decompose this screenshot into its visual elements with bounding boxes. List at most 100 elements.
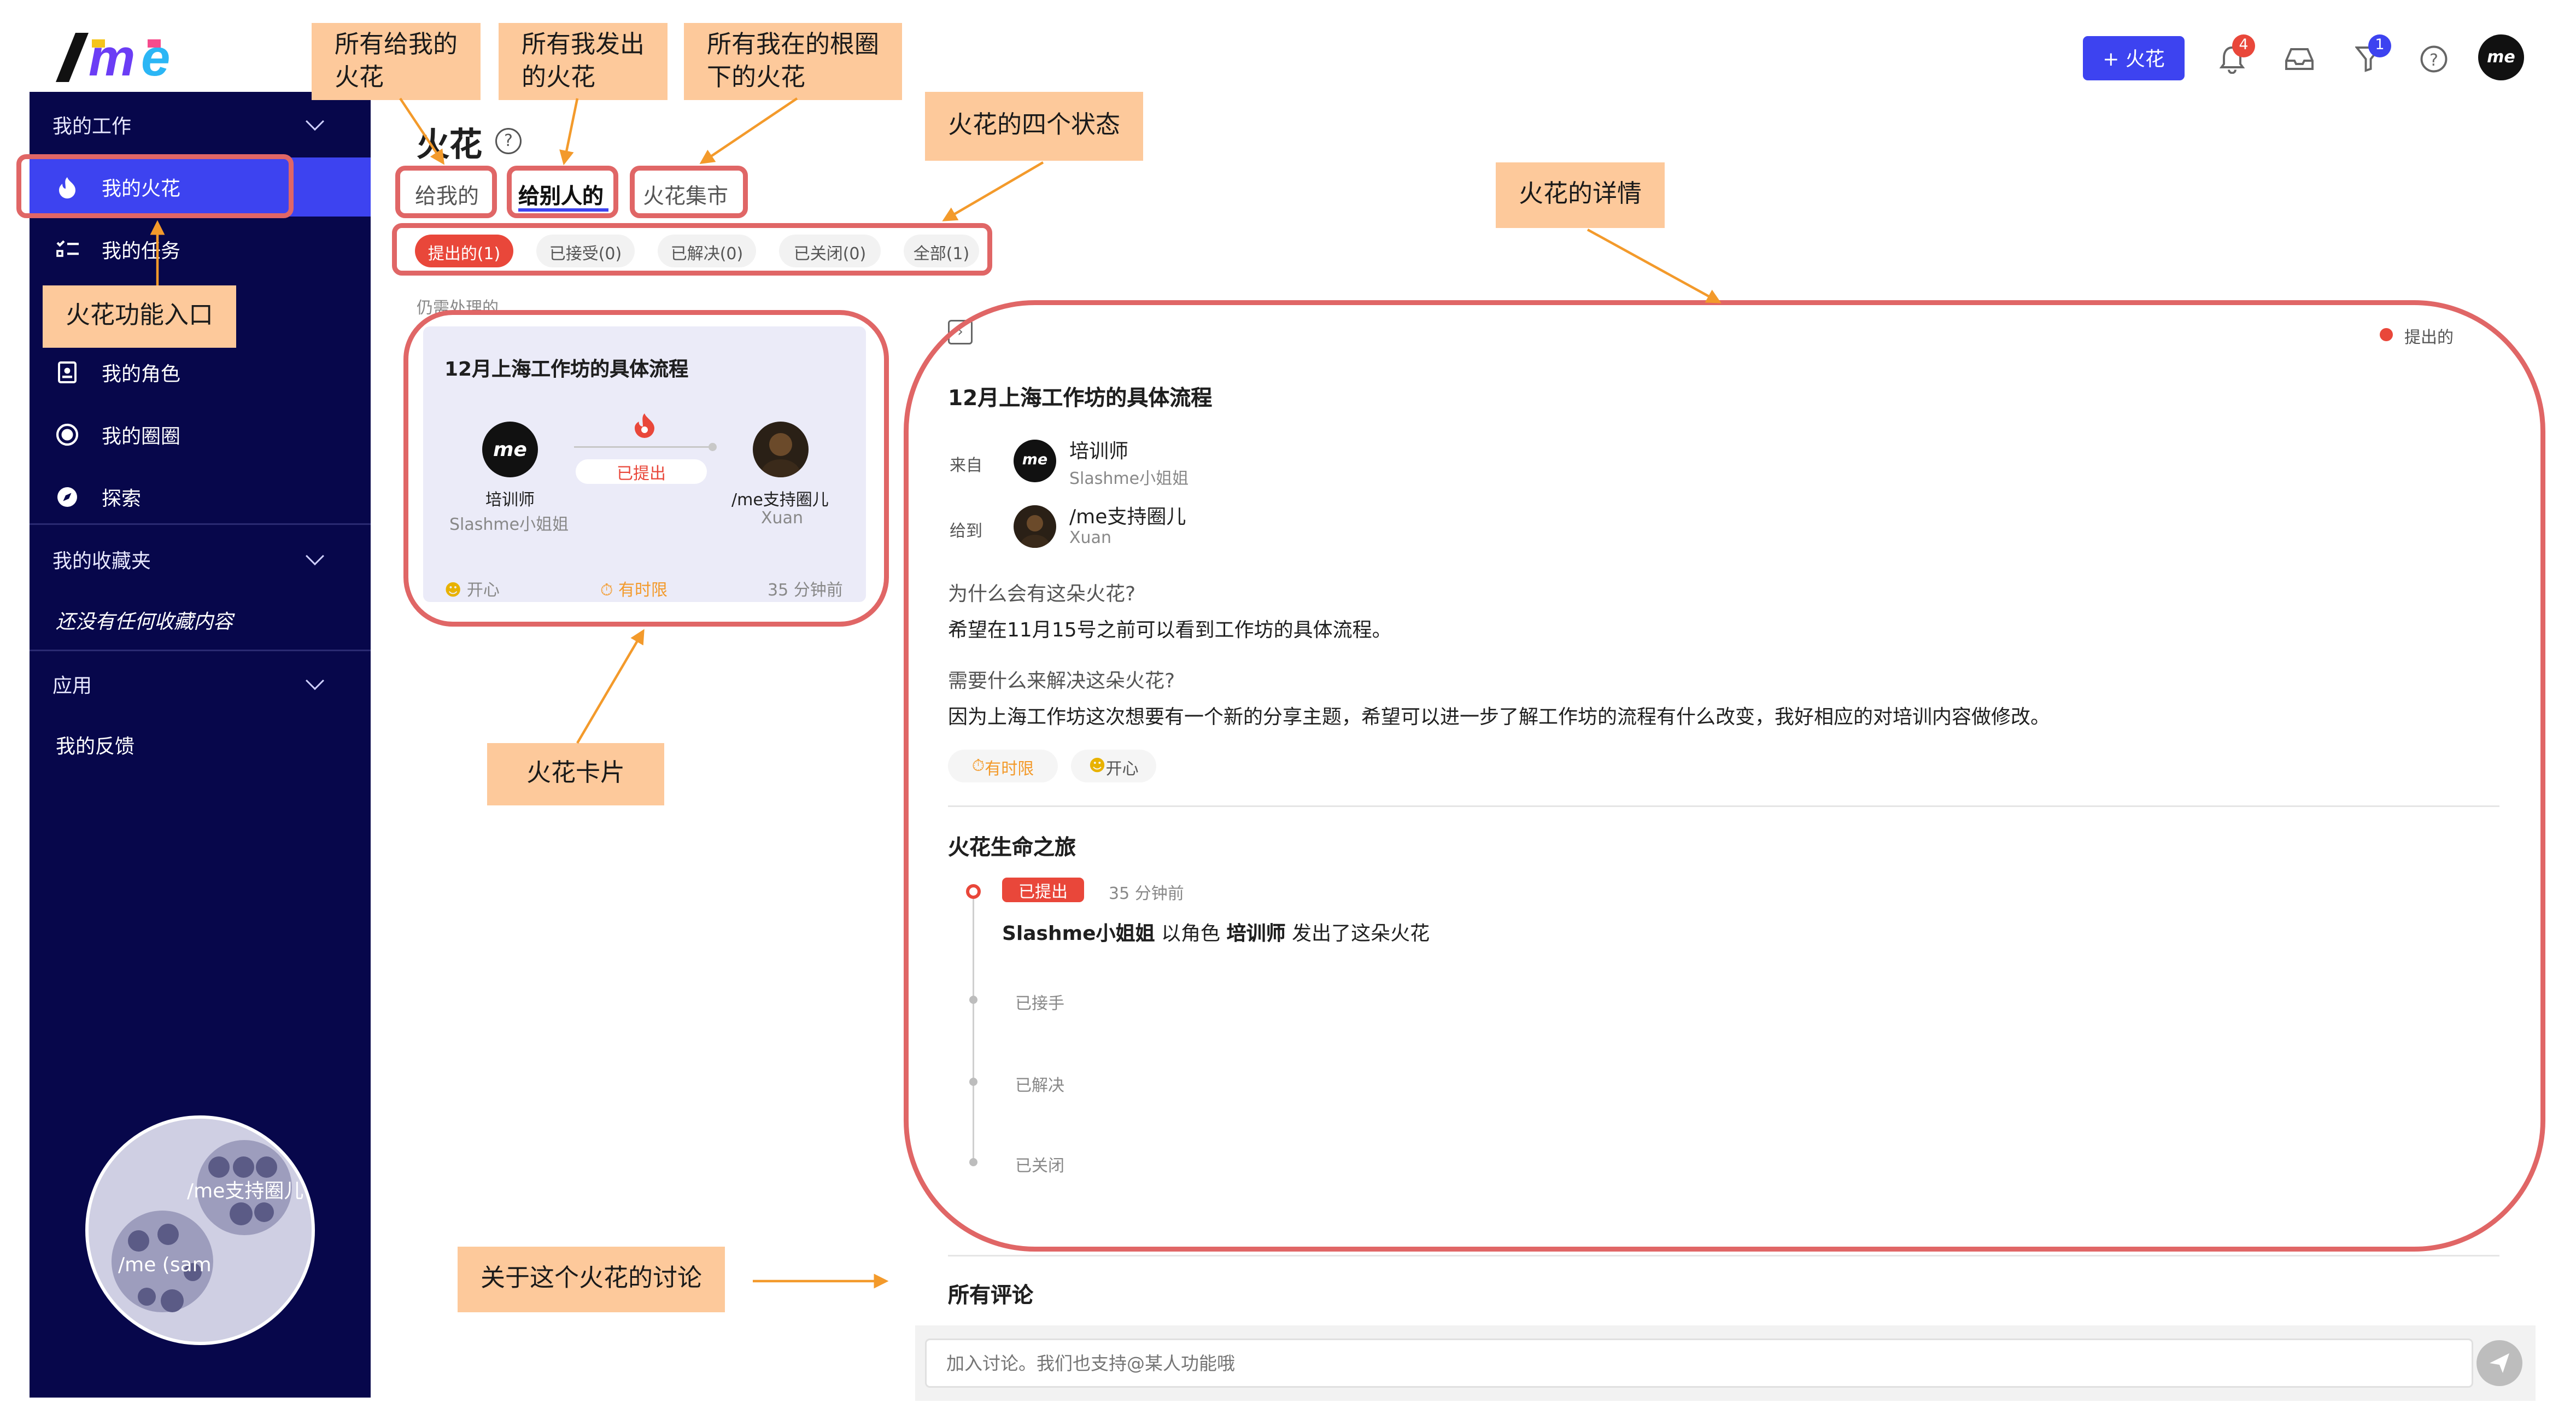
comment-bar — [915, 1325, 2536, 1401]
new-spark-button[interactable]: + 火花 — [2083, 36, 2185, 80]
card-from-avatar: me — [482, 422, 538, 477]
status-dot — [2380, 328, 2393, 341]
clock-icon: ⏱ — [600, 582, 613, 600]
card-from-role: 培训师 — [485, 492, 535, 510]
detail-to-avatar — [1014, 505, 1056, 548]
favorites-empty-text: 还没有任何收藏内容 — [56, 610, 233, 633]
circle-icon — [56, 423, 79, 446]
annotation-four-states: 火花的四个状态 — [925, 92, 1144, 161]
annotation-given-to-me: 所有给我的 火花 — [312, 23, 481, 100]
comment-input[interactable] — [925, 1339, 2473, 1388]
fire-icon — [633, 412, 656, 445]
bubble-dot — [157, 1224, 179, 1245]
filter-pill-all[interactable]: 全部(1) — [904, 235, 979, 267]
timeline-status-badge: 已提出 — [1002, 878, 1084, 902]
id-card-icon — [56, 361, 79, 384]
filter-pill-solved[interactable]: 已解决(0) — [658, 235, 756, 267]
sidebar-item-my-roles[interactable]: 我的角色 — [30, 343, 371, 402]
timeline-user: Slashme小姐姐 — [1002, 922, 1155, 945]
bubble-dot — [230, 1202, 253, 1225]
annotation-outline-states — [392, 223, 992, 276]
svg-text:e: e — [141, 30, 170, 85]
section-apps-label: 应用 — [52, 674, 92, 697]
detail-to-label: 给到 — [950, 523, 982, 541]
timeline-dot-proposed — [966, 884, 981, 899]
annotation-details: 火花的详情 — [1496, 162, 1665, 228]
timeline-line — [973, 899, 974, 1165]
bubble-dot — [184, 1263, 202, 1281]
tab-given-to-others[interactable]: 给别人的 — [518, 185, 604, 210]
timeline-step-solved: 已解决 — [1015, 1078, 1064, 1096]
section-favorites-label: 我的收藏夹 — [52, 550, 151, 572]
send-icon[interactable] — [2477, 1340, 2522, 1386]
detail-from-role: 培训师 — [1069, 440, 1129, 463]
bubble-dot — [138, 1288, 156, 1306]
timeline-event: Slashme小姐姐 以角色 培训师 发出了这朵火花 — [1002, 919, 1430, 946]
chevron-down-icon[interactable] — [306, 547, 324, 565]
annotation-outline-entry — [16, 154, 294, 218]
card-mood-label: 开心 — [466, 582, 500, 600]
filter-pill-accepted[interactable]: 已接受(0) — [536, 235, 635, 267]
chevron-down-icon[interactable] — [306, 112, 324, 131]
card-from-name: Slashme小姐姐 — [449, 517, 569, 535]
detail-from-avatar: me — [1014, 440, 1056, 482]
annotation-card: 火花卡片 — [487, 743, 665, 805]
annotation-root-circle: 所有我在的根圈 下的火花 — [684, 23, 903, 100]
app-logo[interactable]: m e — [49, 28, 197, 87]
timeline-text: 以角色 — [1161, 922, 1221, 945]
comments-title: 所有评论 — [948, 1284, 1034, 1309]
card-deadline: ⏱ 有时限 — [600, 576, 668, 600]
timeline-dot — [969, 1078, 977, 1086]
section-apps[interactable]: 应用 — [52, 671, 348, 699]
card-to-role: /me支持圈儿 — [731, 492, 829, 510]
timeline-role: 培训师 — [1226, 922, 1286, 945]
user-avatar[interactable]: me — [2478, 34, 2524, 80]
question-icon[interactable]: ? — [495, 128, 522, 154]
annotation-outline-tab-market — [630, 166, 748, 218]
chevron-down-icon[interactable] — [306, 671, 324, 690]
detail-question-need: 需要什么来解决这朵火花? — [948, 669, 1175, 692]
detail-answer-need: 因为上海工作坊这次想要有一个新的分享主题，希望可以进一步了解工作坊的流程有什么改… — [948, 705, 2051, 728]
sidebar-item-my-tasks[interactable]: 我的任务 — [30, 220, 371, 279]
sidebar-item-label: 我的圈圈 — [102, 424, 181, 447]
tab-spark-market[interactable]: 火花集市 — [643, 185, 729, 210]
sidebar-divider — [30, 650, 371, 651]
sidebar-item-explore[interactable]: 探索 — [30, 467, 371, 527]
detail-tag-deadline: ⏱ 有时限 — [948, 750, 1058, 782]
bell-badge: 4 — [2232, 34, 2255, 57]
bubble-dot — [256, 1156, 277, 1178]
card-time: 35 分钟前 — [768, 582, 843, 600]
sidebar-item-feedback[interactable]: 我的反馈 — [56, 735, 135, 758]
section-my-work[interactable]: 我的工作 — [52, 112, 348, 139]
detail-divider — [948, 805, 2499, 807]
help-icon[interactable]: ? — [2416, 41, 2452, 77]
annotation-entry: 火花功能入口 — [43, 285, 237, 348]
sidebar-divider — [30, 523, 371, 525]
card-deadline-label: 有时限 — [618, 582, 668, 600]
filter-pill-closed[interactable]: 已关闭(0) — [779, 235, 881, 267]
sidebar-item-my-sparks[interactable]: 我的火花 — [30, 157, 371, 217]
bubble-dot — [254, 1202, 274, 1222]
detail-from-label: 来自 — [950, 458, 982, 476]
timeline-dot — [969, 996, 977, 1004]
inbox-icon[interactable] — [2281, 41, 2317, 77]
card-title: 12月上海工作坊的具体流程 — [444, 358, 689, 381]
comments-divider — [948, 1255, 2499, 1256]
filter-pill-proposed[interactable]: 提出的(1) — [415, 235, 513, 267]
section-favorites[interactable]: 我的收藏夹 — [52, 546, 348, 574]
sidebar-item-label: 探索 — [102, 486, 142, 510]
sidebar-item-my-circles[interactable]: 我的圈圈 — [30, 405, 371, 464]
detail-tag-mood-label: 开心 — [1105, 760, 1139, 779]
compass-icon — [56, 486, 79, 509]
svg-text:m: m — [89, 30, 135, 85]
svg-text:?: ? — [2429, 51, 2438, 70]
annotation-sent-by-me: 所有我发出 的火花 — [499, 23, 668, 100]
detail-answer-why: 希望在11月15号之前可以看到工作坊的具体流程。 — [948, 618, 1392, 641]
annotation-outline-tab-given — [395, 166, 497, 218]
bubble-label-me: /me (sam — [118, 1253, 212, 1276]
page-title: 火花 — [417, 125, 482, 164]
bubble-dot — [128, 1230, 149, 1252]
tab-given-to-me[interactable]: 给我的 — [415, 185, 479, 210]
card-status-badge: 已提出 — [576, 459, 707, 484]
detail-question-why: 为什么会有这朵火花? — [948, 582, 1136, 605]
